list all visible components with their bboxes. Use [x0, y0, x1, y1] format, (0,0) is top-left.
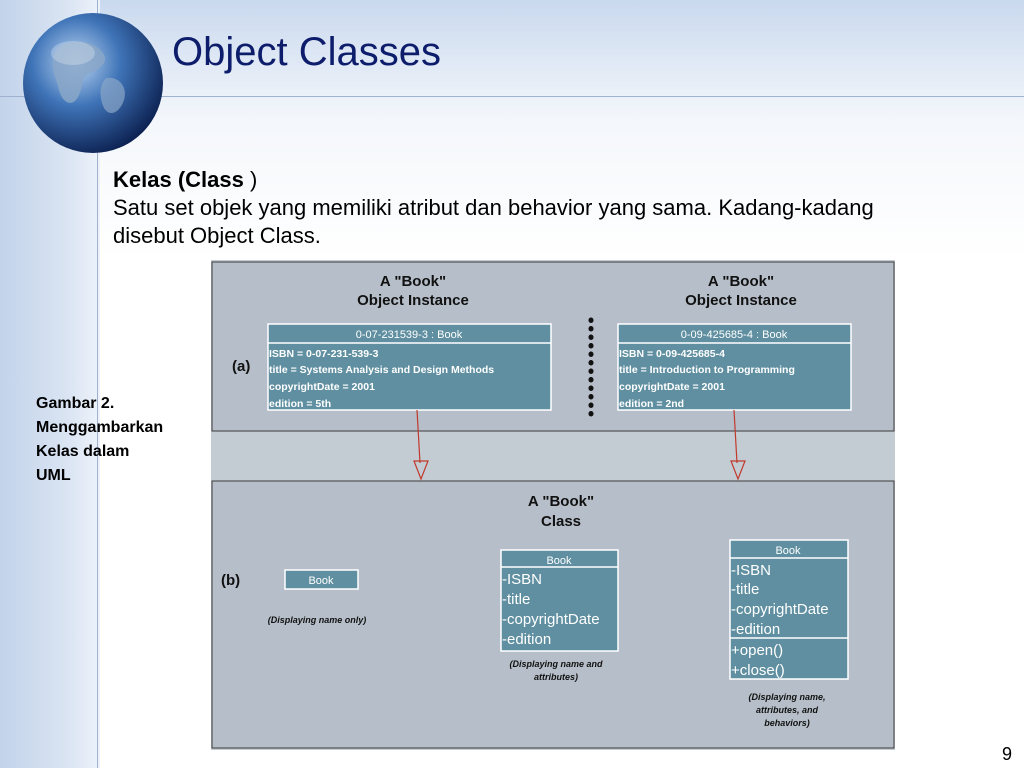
slide-number: 9 [1001, 744, 1012, 764]
class-attribute: -ISBN [731, 562, 771, 579]
class-attribute: -edition [731, 621, 780, 638]
class-attribute: -ISBN [502, 571, 542, 588]
instance-header: 0-07-231539-3 : Book [356, 329, 463, 341]
panel-a-label: (a) [232, 358, 250, 375]
slide-title: Object Classes [172, 30, 441, 74]
caption-line: Gambar 2. [36, 395, 115, 412]
class-box-note: attributes) [534, 672, 578, 682]
class-box-note: (Displaying name, [748, 692, 825, 702]
instance-attribute: title = Introduction to Programming [619, 364, 795, 376]
instance-attribute: ISBN = 0-09-425685-4 [619, 348, 725, 360]
class-box-name-only: Book [284, 569, 359, 590]
class-attribute: -edition [502, 631, 551, 648]
figure-caption: Gambar 2. Menggambarkan Kelas dalam UML [36, 392, 206, 488]
definition-term-close: ) [249, 167, 258, 192]
instance-attribute: copyrightDate = 2001 [619, 381, 725, 393]
caption-line: UML [36, 467, 71, 484]
globe-icon [23, 13, 163, 153]
definition-term-line: Kelas (Class ) [113, 166, 933, 194]
instance-of-arrow [730, 409, 746, 481]
class-box-note: attributes, and [756, 705, 819, 715]
instance-heading: Object Instance [357, 292, 469, 309]
class-behavior: +close() [731, 662, 785, 679]
class-name: Book [546, 555, 572, 567]
class-definition: Kelas (Class ) Satu set objek yang memil… [113, 166, 933, 250]
definition-term: Kelas (Class [113, 167, 250, 192]
class-box-note: (Displaying name and [509, 659, 603, 669]
class-behavior: +open() [731, 642, 783, 659]
class-attribute: -title [502, 591, 530, 608]
instance-attribute: edition = 2nd [619, 398, 684, 410]
class-box-with-attributes: Book -ISBN -title -copyrightDate -editio… [500, 549, 619, 652]
side-rule [97, 0, 98, 768]
instance-of-arrow [413, 409, 429, 481]
class-box-note: (Displaying name only) [268, 615, 367, 625]
class-attribute: -copyrightDate [731, 601, 829, 618]
object-instance-box: 0-07-231539-3 : Book ISBN = 0-07-231-539… [267, 323, 552, 411]
object-instance-box: 0-09-425685-4 : Book ISBN = 0-09-425685-… [617, 323, 852, 411]
instance-header: 0-09-425685-4 : Book [681, 329, 788, 341]
class-name: Book [308, 575, 334, 587]
class-attribute: -copyrightDate [502, 611, 600, 628]
caption-line: Menggambarkan [36, 419, 164, 436]
instance-attribute: copyrightDate = 2001 [269, 381, 375, 393]
class-attribute: -title [731, 581, 759, 598]
instance-attribute: title = Systems Analysis and Design Meth… [269, 364, 494, 376]
instance-heading: Object Instance [685, 292, 797, 309]
instance-attribute: edition = 5th [269, 398, 331, 410]
definition-text: Satu set objek yang memiliki atribut dan… [113, 195, 874, 248]
class-box-note: behaviors) [764, 718, 810, 728]
panel-b-label: (b) [221, 572, 240, 589]
instance-heading: A "Book" [708, 273, 774, 290]
class-heading: A "Book" [528, 493, 594, 510]
class-name: Book [775, 545, 801, 557]
instance-heading: A "Book" [380, 273, 446, 290]
class-heading: Class [541, 513, 581, 530]
class-box-full: Book -ISBN -title -copyrightDate -editio… [729, 539, 849, 680]
instance-attribute: ISBN = 0-07-231-539-3 [269, 348, 379, 360]
header-rule [0, 96, 1024, 97]
uml-figure: (a) A "Book" Object Instance A "Book" Ob… [211, 260, 895, 750]
caption-line: Kelas dalam [36, 443, 130, 460]
